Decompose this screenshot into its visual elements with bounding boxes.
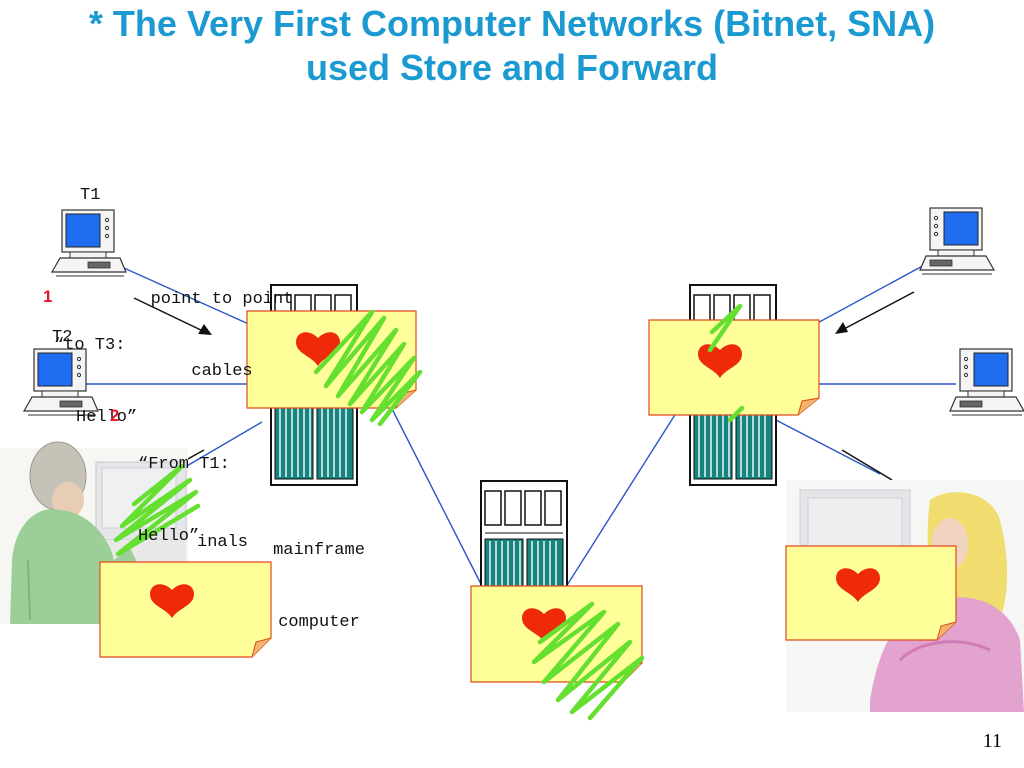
- scribble: [113, 463, 201, 557]
- arrow-shaft-fragment-2: [185, 449, 205, 461]
- step-number-1: 1: [43, 287, 53, 306]
- message-1-line-1: “to T3:: [54, 336, 126, 355]
- sticky-note: [648, 319, 820, 416]
- step-number-2: 2: [110, 406, 120, 425]
- cables-label-line-2: cables: [191, 362, 253, 381]
- cables: [86, 262, 956, 591]
- cable-mf2-t6: [771, 417, 881, 475]
- message-1-label: “to T3: Hello”: [54, 286, 137, 454]
- terminals-label: inals: [197, 533, 249, 552]
- cables-label-line-1: point to point: [150, 290, 294, 309]
- cables-label: point to point cables: [137, 240, 307, 408]
- message-1-line-2: Hello”: [76, 408, 138, 427]
- terminal-label-t2: T2: [52, 328, 73, 347]
- slide-title: * The Very First Computer Networks (Bitn…: [0, 2, 1024, 90]
- computer-terminal-icon[interactable]: [919, 207, 995, 275]
- message-2-line-2: Hello”: [138, 527, 200, 546]
- scribble: [531, 601, 645, 721]
- arrow-shaft-fragment: [841, 449, 893, 481]
- cable-t3: [179, 421, 263, 471]
- mainframe-label-line-1: mainframe: [273, 541, 365, 560]
- cable-t1: [114, 263, 263, 331]
- sticky-note: [99, 561, 272, 658]
- title-line-2: used Store and Forward: [305, 47, 719, 88]
- message-arrow-1: [133, 297, 212, 335]
- scribble: [727, 405, 745, 423]
- computer-terminal-icon[interactable]: [949, 348, 1024, 416]
- scribble: [313, 309, 423, 427]
- cable-mf3-mf2: [563, 409, 679, 591]
- mainframe-label-line-2: computer: [278, 613, 360, 632]
- message-2-label: “From T1: Hello”: [138, 405, 230, 573]
- message-arrow-incoming: [835, 291, 915, 334]
- terminal-label-t1: T1: [80, 186, 101, 205]
- message-2-line-1: “From T1:: [138, 455, 230, 474]
- mainframe-label: mainframe computer: [262, 491, 376, 659]
- cable-mf2-t4: [811, 262, 929, 327]
- computer-terminal-icon[interactable]: [51, 209, 127, 277]
- sticky-note: [785, 545, 957, 641]
- cable-mf1-mf3: [384, 394, 485, 591]
- page-number: 11: [982, 730, 1002, 752]
- title-line-1: * The Very First Computer Networks (Bitn…: [88, 3, 936, 44]
- scribble: [707, 303, 743, 353]
